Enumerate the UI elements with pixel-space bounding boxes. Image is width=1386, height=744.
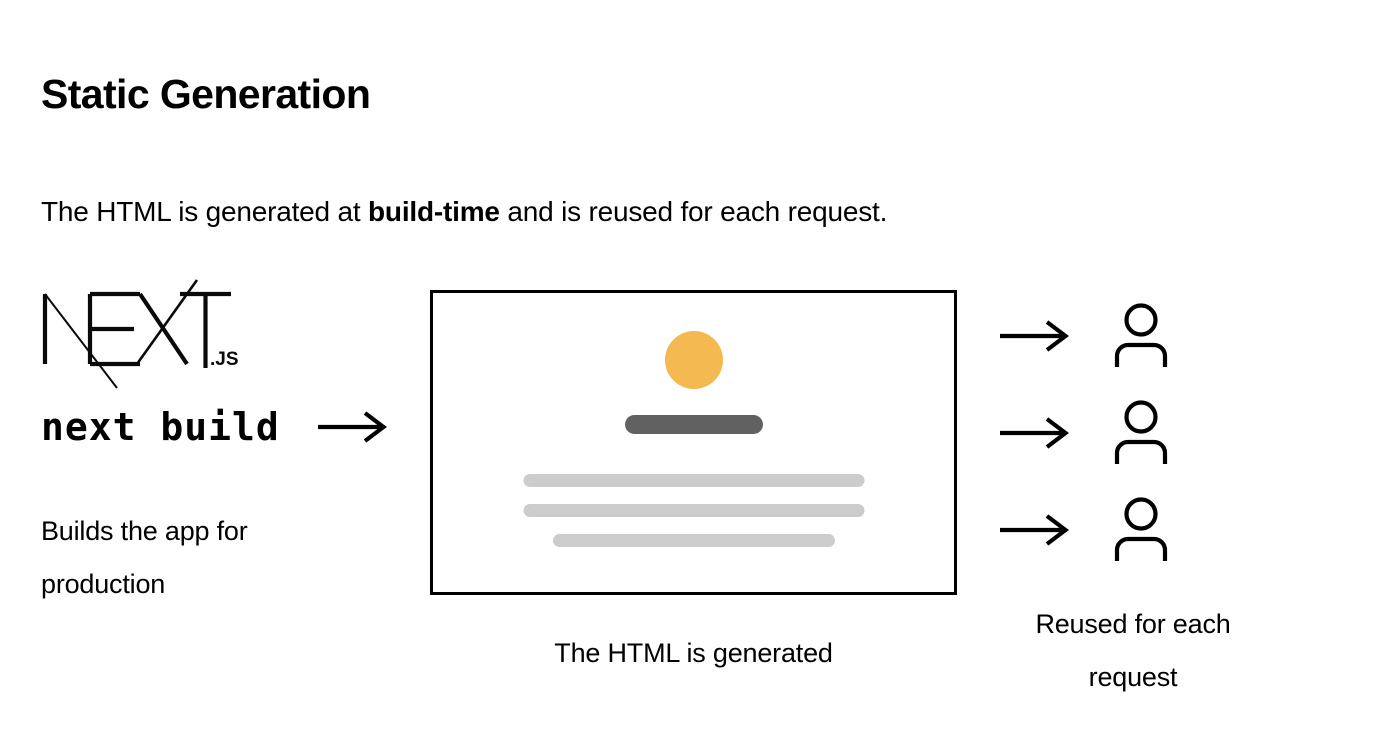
client-requests-caption-line-2: request <box>1088 662 1178 693</box>
generated-html-caption: The HTML is generated <box>554 638 833 668</box>
page-subtitle-prefix: The HTML is generated at <box>41 196 369 227</box>
build-description: Builds the app for production <box>41 505 371 612</box>
mock-text-line <box>552 534 835 547</box>
nextjs-logo-mark: .JS <box>42 279 239 389</box>
person-icon <box>1114 303 1168 367</box>
client-requests-caption-line-1: Reused for each <box>1035 609 1231 639</box>
mock-avatar-circle <box>664 331 723 389</box>
nextjs-logo: .JS <box>41 278 241 396</box>
generated-html-page-mock <box>430 290 957 595</box>
client-request-row <box>998 400 1172 466</box>
nextjs-logo-suffix: .JS <box>210 349 239 370</box>
build-description-line-2: production <box>41 569 166 600</box>
client-request-row <box>998 497 1172 563</box>
arrow-right-icon <box>1000 417 1069 449</box>
page-subtitle: The HTML is generated at build-time and … <box>41 195 887 229</box>
build-step-column: .JS <box>41 278 431 396</box>
mock-text-line <box>523 474 864 487</box>
build-command-row: next build <box>41 405 390 449</box>
client-requests-caption: Reused for each request <box>988 598 1278 705</box>
page-title: Static Generation <box>41 71 371 118</box>
arrow-right-icon <box>1000 514 1069 546</box>
build-description-line-1: Builds the app for <box>41 516 248 546</box>
client-requests-group <box>998 303 1172 563</box>
mock-heading-bar <box>624 415 763 434</box>
arrow-right-icon <box>317 411 387 443</box>
page-subtitle-emphasis: build-time <box>368 196 500 227</box>
person-icon <box>1114 497 1168 561</box>
mock-text-line <box>523 504 864 517</box>
person-icon <box>1114 400 1168 464</box>
page-subtitle-suffix: and is reused for each request. <box>499 196 888 227</box>
arrow-right-icon <box>1000 320 1069 352</box>
client-request-row <box>998 303 1172 369</box>
build-command-text: next build <box>41 405 280 449</box>
